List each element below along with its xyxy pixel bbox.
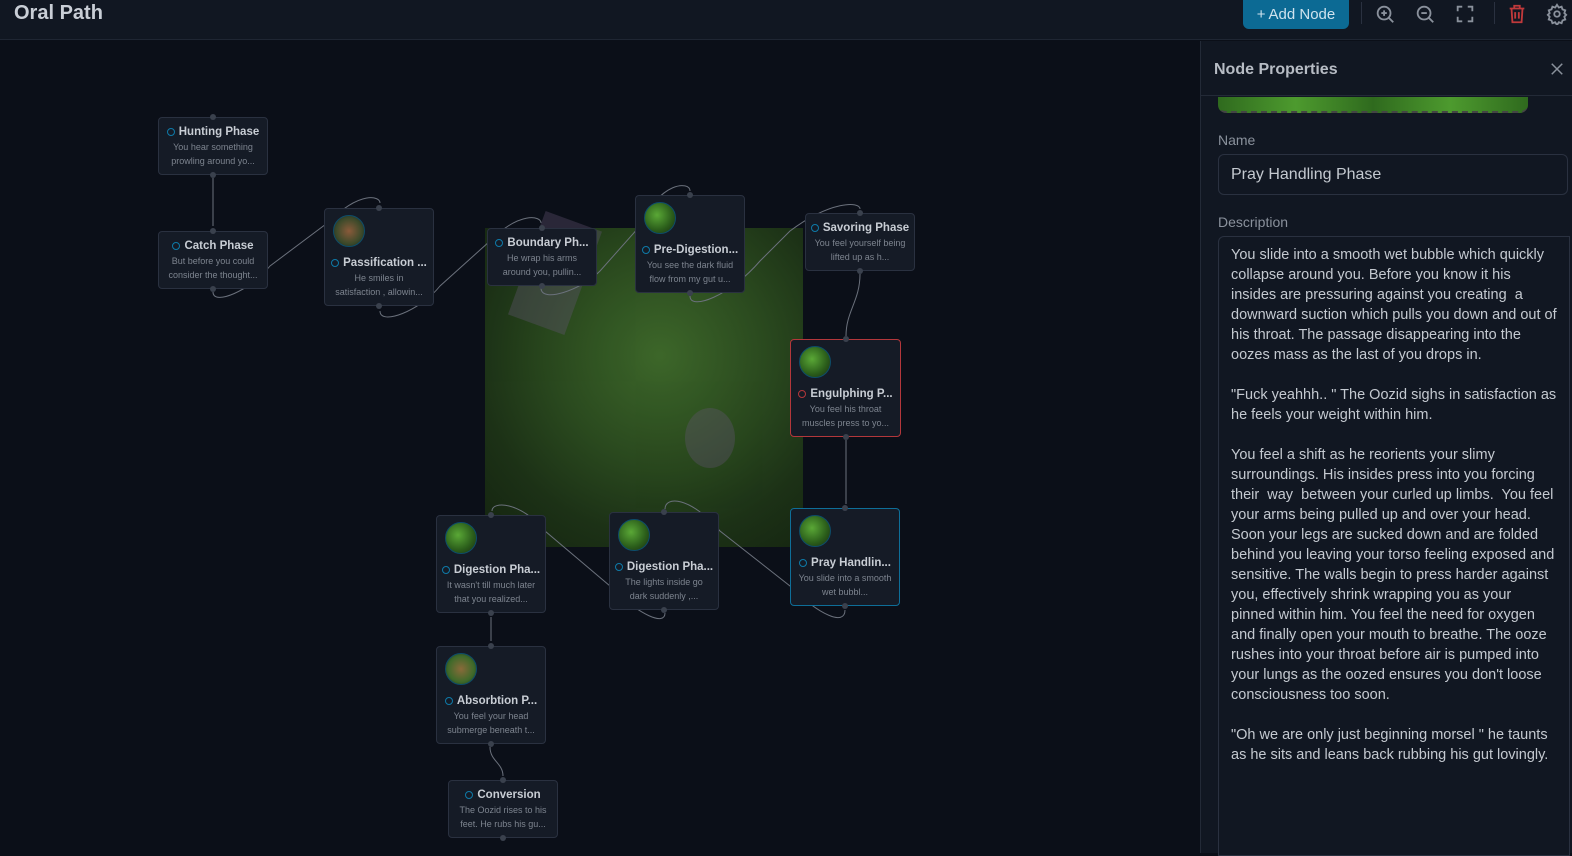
panel-header: Node Properties [1201,41,1572,96]
node-title: Hunting Phase [178,126,260,138]
node-thumbnail [799,515,831,547]
node-title: Catch Phase [184,240,254,252]
close-icon[interactable] [1548,60,1566,78]
zoom-in-icon[interactable] [1374,3,1396,25]
status-ring-icon [441,566,450,574]
status-ring-icon [166,128,175,136]
divider [1494,2,1495,24]
node-title: Boundary Ph... [507,237,589,249]
node-description: You see the dark fluid flow from my gut … [646,260,734,284]
description-label: Description [1218,214,1289,230]
edge [540,185,691,296]
flow-node[interactable]: Pre-Digestion... You see the dark fluid f… [635,192,745,296]
node-description: The Oozid rises to his feet. He rubs his… [459,805,547,829]
node-title: Passification ... [343,257,427,269]
node-thumbnail [445,522,477,554]
zoom-out-icon[interactable] [1414,3,1436,25]
status-ring-icon [331,259,340,267]
warning-icon [798,390,807,398]
edge [379,217,542,318]
node-description: It wasn't till much later that you reali… [446,580,536,604]
description-textarea[interactable]: You slide into a smooth wet bubble which… [1218,236,1570,856]
status-ring-icon [495,239,504,247]
flow-node-selected[interactable]: Pray Handlin... You slide into a smooth w… [790,505,900,609]
trash-icon[interactable] [1506,3,1528,25]
status-ring-icon [810,224,819,232]
flow-node[interactable]: Absorbtion P... You feel your head submer… [436,643,546,747]
node-title: Savoring Phase [822,222,910,234]
add-node-label: Add Node [1268,6,1336,23]
node-thumbnail [445,653,477,685]
node-title: Engulphing P... [810,388,893,400]
node-description: You feel yourself being lifted up as h..… [814,238,906,262]
gear-icon[interactable] [1546,3,1568,25]
status-ring-icon [614,563,623,571]
app-title: Oral Path [14,2,103,24]
name-label: Name [1218,132,1256,148]
node-properties-panel: Node Properties Name Description You sli… [1200,41,1572,856]
flow-node[interactable]: Digestion Pha... It wasn't till much late… [436,512,546,616]
node-title: Digestion Pha... [453,564,541,576]
edge [664,500,846,619]
node-image-preview[interactable] [1218,97,1528,113]
node-description: You feel his throat muscles press to yo.… [801,404,890,428]
node-description: You hear something prowling around yo... [171,142,255,166]
node-thumbnail [333,215,365,247]
flow-node-error[interactable]: Engulphing P... You feel his throat muscl… [790,336,901,440]
divider [1361,2,1362,24]
flow-node[interactable]: Digestion Pha... The lights inside go dar… [609,509,719,613]
node-description: You slide into a smooth wet bubbl... [798,573,892,597]
fullscreen-icon[interactable] [1454,3,1476,25]
name-input[interactable] [1218,154,1568,195]
edges [212,178,861,777]
edge [845,273,861,337]
add-node-button[interactable]: +Add Node [1243,0,1349,29]
edge [212,197,381,298]
panel-title: Node Properties [1214,61,1338,78]
edge [489,746,504,777]
node-thumbnail [799,346,831,378]
node-description: The lights inside go dark suddenly ,... [625,577,703,601]
status-ring-icon [444,697,453,705]
node-title: Pray Handlin... [811,557,891,569]
node-description: He wrap his arms around you, pullin... [502,253,582,277]
top-bar: Oral Path +Add Node [0,0,1572,40]
node-description: You feel your head submerge beneath t... [447,711,535,735]
node-title: Pre-Digestion... [653,244,739,256]
status-ring-icon [172,242,181,250]
status-ring-icon [465,791,474,799]
plus-icon: + [1256,6,1266,23]
node-thumbnail [618,519,650,551]
status-ring-icon [799,559,808,567]
node-thumbnail [644,202,676,234]
node-title: Conversion [477,789,541,801]
status-ring-icon [641,246,650,254]
flow-node[interactable]: Boundary Ph... He wrap his arms around yo… [487,225,597,289]
edge [689,204,861,303]
flow-node[interactable]: Passification ... He smiles in satisfacti… [324,205,434,309]
node-description: He smiles in satisfaction , allowin... [335,273,423,297]
node-title: Digestion Pha... [626,561,714,573]
node-description: But before you could consider the though… [168,256,258,280]
node-title: Absorbtion P... [456,695,538,707]
